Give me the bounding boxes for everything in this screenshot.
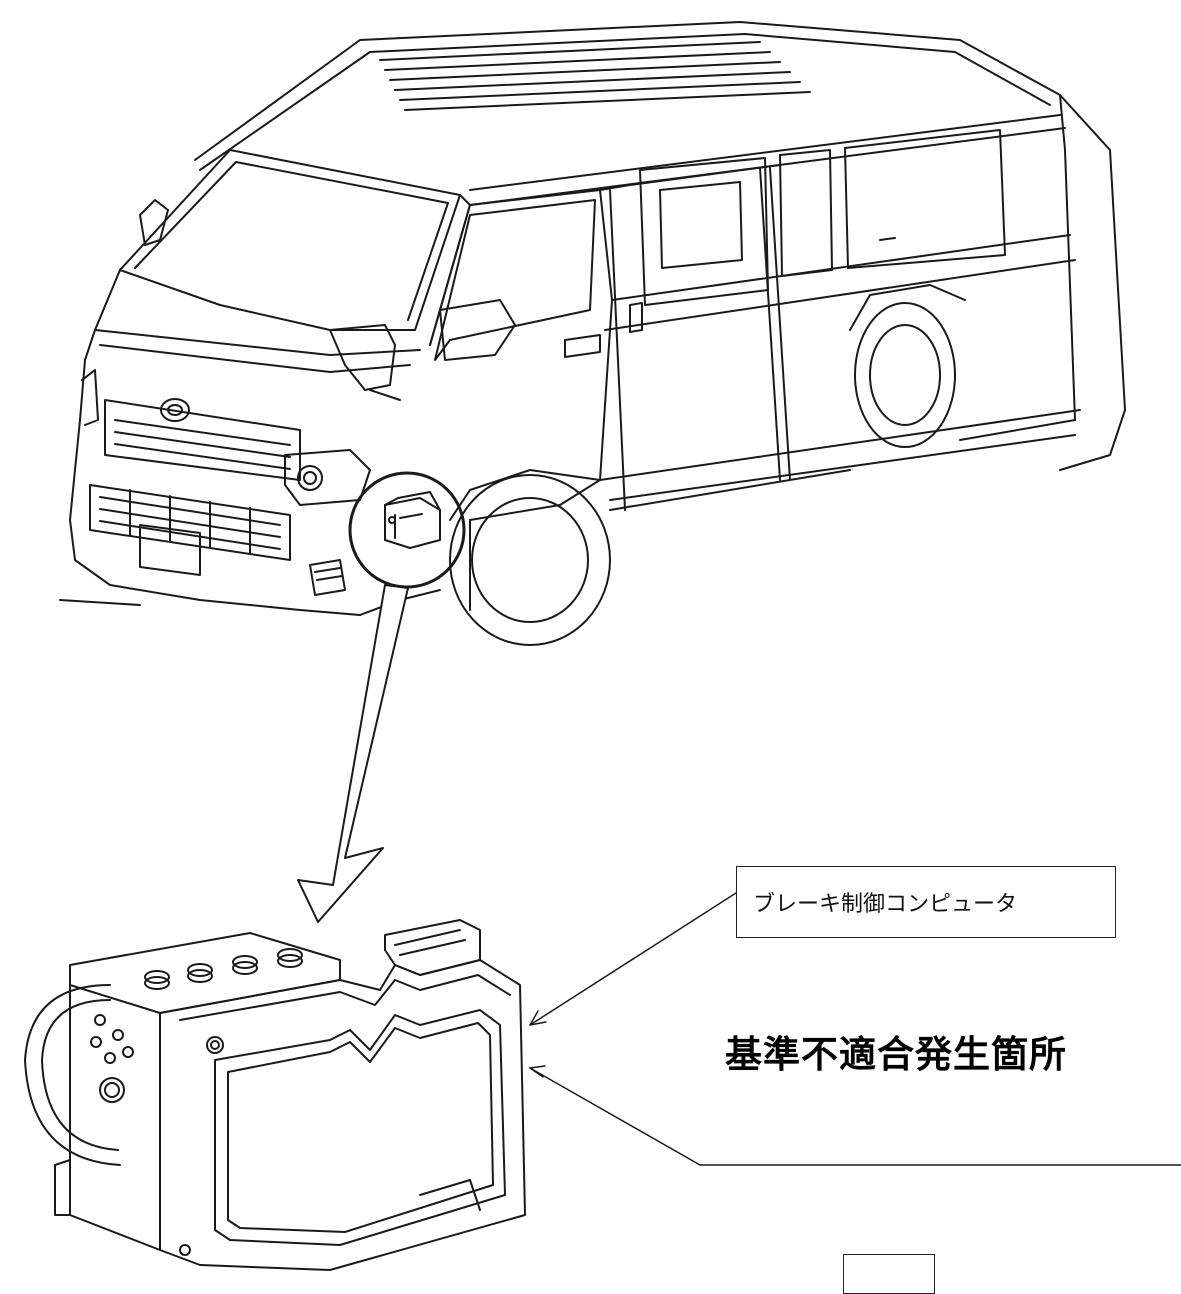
license-plate [139,524,201,576]
side-window-1 [639,157,769,306]
leader-line-component [529,892,737,1026]
highlight-circle [348,471,466,589]
rear-wheel [854,302,956,448]
brake-control-unit-illustration [24,919,526,1271]
grille-upper [104,399,301,481]
front-wheel [449,474,611,646]
brand-emblem [160,398,190,422]
sliding-door [609,189,626,511]
component-label-box: ブレーキ制御コンピュータ [736,866,1116,938]
hydraulic-block [69,932,341,1014]
ecu-connector [384,919,481,976]
leader-arrow-component [529,1010,547,1026]
grille-lower [89,484,291,561]
component-label: ブレーキ制御コンピュータ [753,892,1018,917]
windshield [119,149,461,331]
small-component-icon [384,491,441,549]
van-illustration [59,21,1126,646]
front-window [434,199,596,361]
right-mirror [329,324,396,391]
left-mirror [139,199,169,246]
defect-location-label: 基準不適合発生箇所 [725,1033,1067,1076]
side-window-2 [779,149,833,277]
fog-lamp [309,559,346,596]
leader-line-defect [529,1067,701,1166]
empty-label-box [843,1254,935,1294]
leader-arrow-defect [529,1065,546,1078]
side-window-3 [844,129,1006,269]
door-mirror [439,299,516,361]
pointer-arrow [297,584,409,923]
